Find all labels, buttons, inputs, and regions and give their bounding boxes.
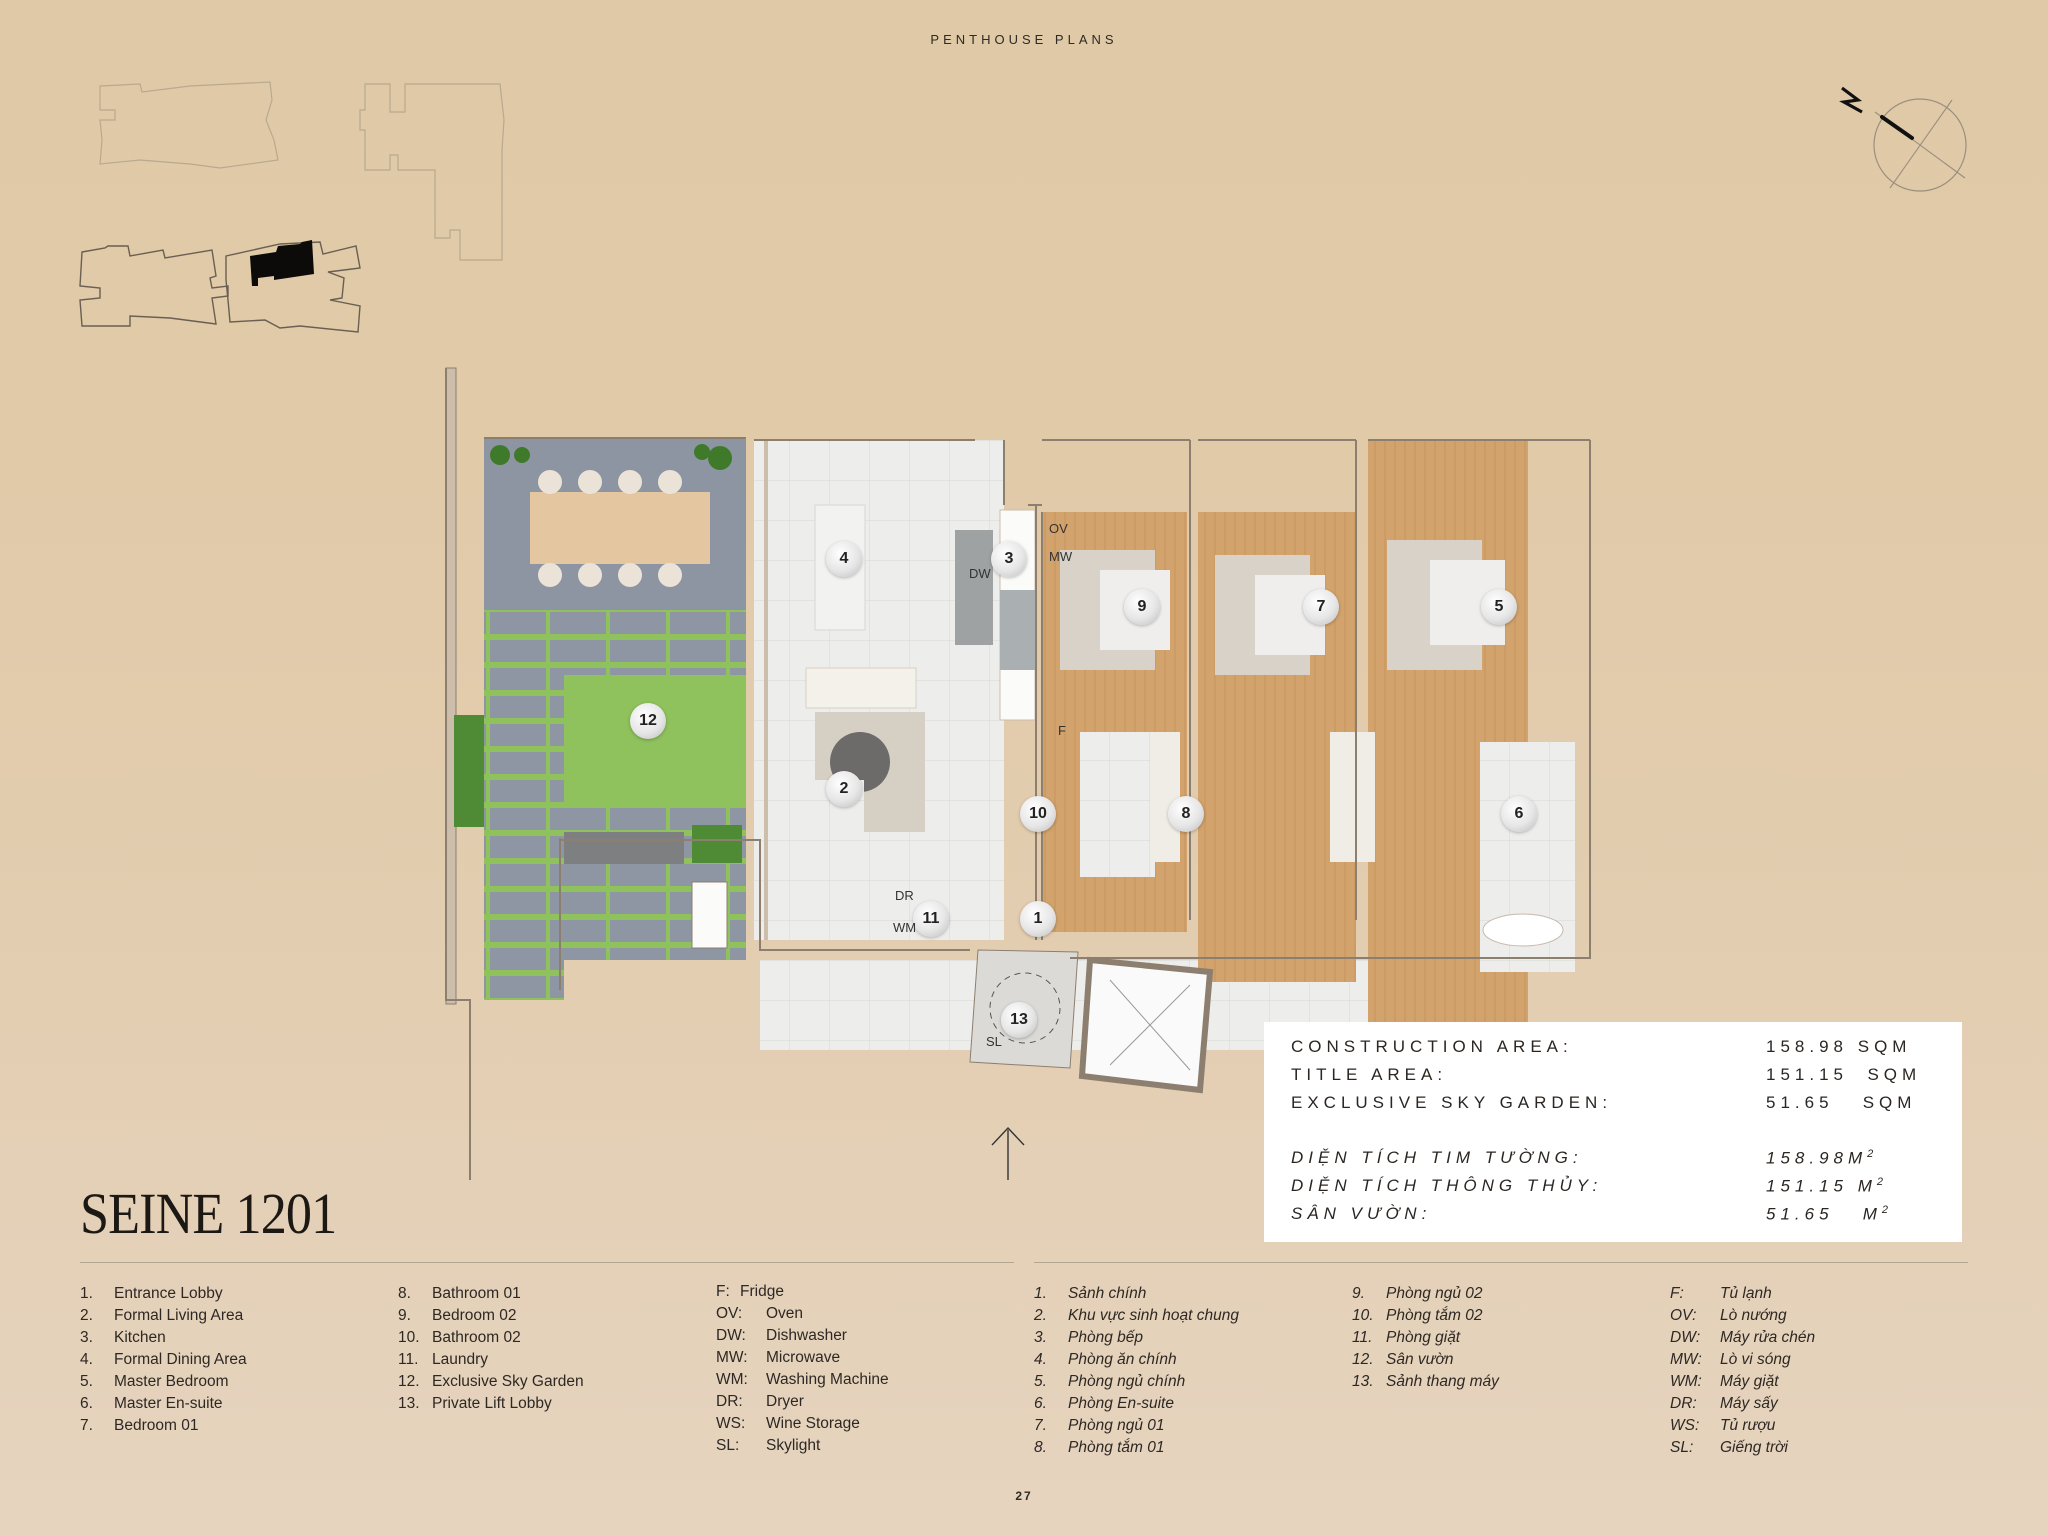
legend-item: 2.Formal Living Area xyxy=(80,1307,244,1324)
legend-abbr-item: DW:Máy rửa chén xyxy=(1670,1329,1816,1346)
appliance-microwave-label: MW xyxy=(1049,549,1073,564)
legend-item: 6.Master En-suite xyxy=(80,1395,223,1412)
legend-item: 4.Phòng ăn chính xyxy=(1034,1351,1177,1368)
legend-item: 13.Sảnh thang máy xyxy=(1352,1373,1499,1390)
room-marker-5[interactable]: 5 xyxy=(1481,589,1517,625)
area-label-vn-garden: SÂN VƯỜN: xyxy=(1291,1204,1432,1223)
area-label-vn-construction: DIỆN TÍCH TIM TƯỜNG: xyxy=(1291,1148,1583,1167)
legend-item: 6.Phòng En-suite xyxy=(1034,1395,1174,1412)
room-marker-13[interactable]: 13 xyxy=(1001,1002,1037,1038)
legend-abbr-item: OV:Lò nướng xyxy=(1670,1307,1787,1324)
legend-item: 1.Sảnh chính xyxy=(1034,1285,1147,1302)
area-label-sky-garden: EXCLUSIVE SKY GARDEN: xyxy=(1291,1093,1613,1112)
area-label-construction: CONSTRUCTION AREA: xyxy=(1291,1037,1573,1056)
room-marker-6[interactable]: 6 xyxy=(1501,796,1537,832)
legend-abbr-item: OV:Oven xyxy=(716,1305,804,1322)
appliance-washing-machine-label: WM xyxy=(893,920,917,935)
legend-vn-abbreviations: F:Tủ lạnh OV:Lò nướng DW:Máy rửa chén MW… xyxy=(1670,1283,1816,1459)
room-marker-10[interactable]: 10 xyxy=(1020,796,1056,832)
area-value-sky-garden: 51.65 SQM xyxy=(1766,1093,1917,1112)
legend-abbr-item: DR:Dryer xyxy=(716,1393,804,1410)
north-arrow-icon xyxy=(1839,86,1967,192)
room-marker-2[interactable]: 2 xyxy=(826,771,862,807)
legend-item: 7.Phòng ngủ 01 xyxy=(1034,1417,1165,1434)
legend-abbr-item: F:Tủ lạnh xyxy=(1670,1285,1772,1302)
area-value-vn-construction: 158.98M2 xyxy=(1766,1148,1874,1168)
legend-abbr-item: DR:Máy sấy xyxy=(1670,1395,1778,1412)
unit-title: SEINE 1201 xyxy=(80,1181,337,1246)
room-marker-4[interactable]: 4 xyxy=(826,541,862,577)
room-marker-7[interactable]: 7 xyxy=(1303,589,1339,625)
room-marker-9[interactable]: 9 xyxy=(1124,589,1160,625)
legend-item: 8.Phòng tắm 01 xyxy=(1034,1439,1165,1456)
legend-abbr-item: MW:Microwave xyxy=(716,1349,841,1366)
appliance-dryer-label: DR xyxy=(895,888,914,903)
skylight-label: SL xyxy=(986,1034,1002,1049)
area-value-construction: 158.98 SQM xyxy=(1766,1037,1912,1056)
legend-abbr-item: F:Fridge xyxy=(716,1283,784,1300)
room-marker-11[interactable]: 11 xyxy=(913,901,949,937)
legend-item: 11.Laundry xyxy=(398,1351,489,1368)
area-value-title: 151.15 SQM xyxy=(1766,1065,1922,1084)
page-number: 27 xyxy=(1015,1489,1033,1503)
legend-item: 7.Bedroom 01 xyxy=(80,1417,199,1434)
room-marker-8[interactable]: 8 xyxy=(1168,796,1204,832)
legend-en-rooms-col2: 8.Bathroom 01 9.Bedroom 02 10.Bathroom 0… xyxy=(398,1283,584,1415)
legend-item: 5.Phòng ngủ chính xyxy=(1034,1373,1186,1390)
legend-abbr-item: MW:Lò vi sóng xyxy=(1670,1351,1791,1368)
legend-item: 9.Bedroom 02 xyxy=(398,1307,517,1324)
floor-plan xyxy=(445,367,1591,1180)
appliance-oven-label: OV xyxy=(1049,521,1068,536)
room-marker-3[interactable]: 3 xyxy=(991,541,1027,577)
legend-item: 4.Formal Dining Area xyxy=(80,1351,247,1368)
legend-item: 11.Phòng giặt xyxy=(1352,1329,1461,1346)
legend-en-rooms-col1: 1.Entrance Lobby 2.Formal Living Area 3.… xyxy=(80,1283,247,1437)
legend-item: 8.Bathroom 01 xyxy=(398,1285,521,1302)
site-key-plan-icon xyxy=(79,81,505,333)
legend-item: 9.Phòng ngủ 02 xyxy=(1352,1285,1483,1302)
legend-item: 10.Bathroom 02 xyxy=(398,1329,521,1346)
room-marker-12[interactable]: 12 xyxy=(630,703,666,739)
legend-abbr-item: SL:Giếng trời xyxy=(1670,1439,1788,1456)
legend-item: 2.Khu vực sinh hoạt chung xyxy=(1034,1307,1239,1324)
legend-vn-rooms-col1: 1.Sảnh chính 2.Khu vực sinh hoạt chung 3… xyxy=(1034,1283,1239,1459)
area-value-vn-garden: 51.65 M2 xyxy=(1766,1204,1889,1224)
legend-en-abbreviations: F:Fridge OV:Oven DW:Dishwasher MW:Microw… xyxy=(716,1281,889,1457)
legend-item: 3.Kitchen xyxy=(80,1329,166,1346)
page-header-title: PENTHOUSE PLANS xyxy=(930,32,1118,47)
area-summary-box: CONSTRUCTION AREA: 158.98 SQM TITLE AREA… xyxy=(1264,1022,1962,1242)
legend-item: 3.Phòng bếp xyxy=(1034,1329,1143,1346)
room-marker-1[interactable]: 1 xyxy=(1020,901,1056,937)
legend-item: 13.Private Lift Lobby xyxy=(398,1395,552,1412)
area-value-vn-title: 151.15 M2 xyxy=(1766,1176,1884,1196)
legend-abbr-item: WS:Tủ rượu xyxy=(1670,1417,1776,1434)
area-label-title: TITLE AREA: xyxy=(1291,1065,1448,1084)
legend-abbr-item: WM:Máy giặt xyxy=(1670,1373,1779,1390)
appliance-fridge-label: F xyxy=(1058,723,1066,738)
legend-item: 1.Entrance Lobby xyxy=(80,1285,223,1302)
divider-en xyxy=(80,1262,1014,1263)
appliance-dishwasher-label: DW xyxy=(969,566,991,581)
legend-item: 12.Sân vườn xyxy=(1352,1351,1454,1368)
legend-item: 10.Phòng tắm 02 xyxy=(1352,1307,1483,1324)
legend-item: 5.Master Bedroom xyxy=(80,1373,229,1390)
legend-abbr-item: WM:Washing Machine xyxy=(716,1371,889,1388)
area-label-vn-title: DIỆN TÍCH THÔNG THỦY: xyxy=(1291,1176,1603,1195)
divider-vn xyxy=(1034,1262,1968,1263)
legend-abbr-item: DW:Dishwasher xyxy=(716,1327,847,1344)
legend-item: 12.Exclusive Sky Garden xyxy=(398,1373,584,1390)
legend-abbr-item: WS:Wine Storage xyxy=(716,1415,860,1432)
legend-vn-rooms-col2: 9.Phòng ngủ 02 10.Phòng tắm 02 11.Phòng … xyxy=(1352,1283,1499,1393)
legend-abbr-item: SL:Skylight xyxy=(716,1437,821,1454)
